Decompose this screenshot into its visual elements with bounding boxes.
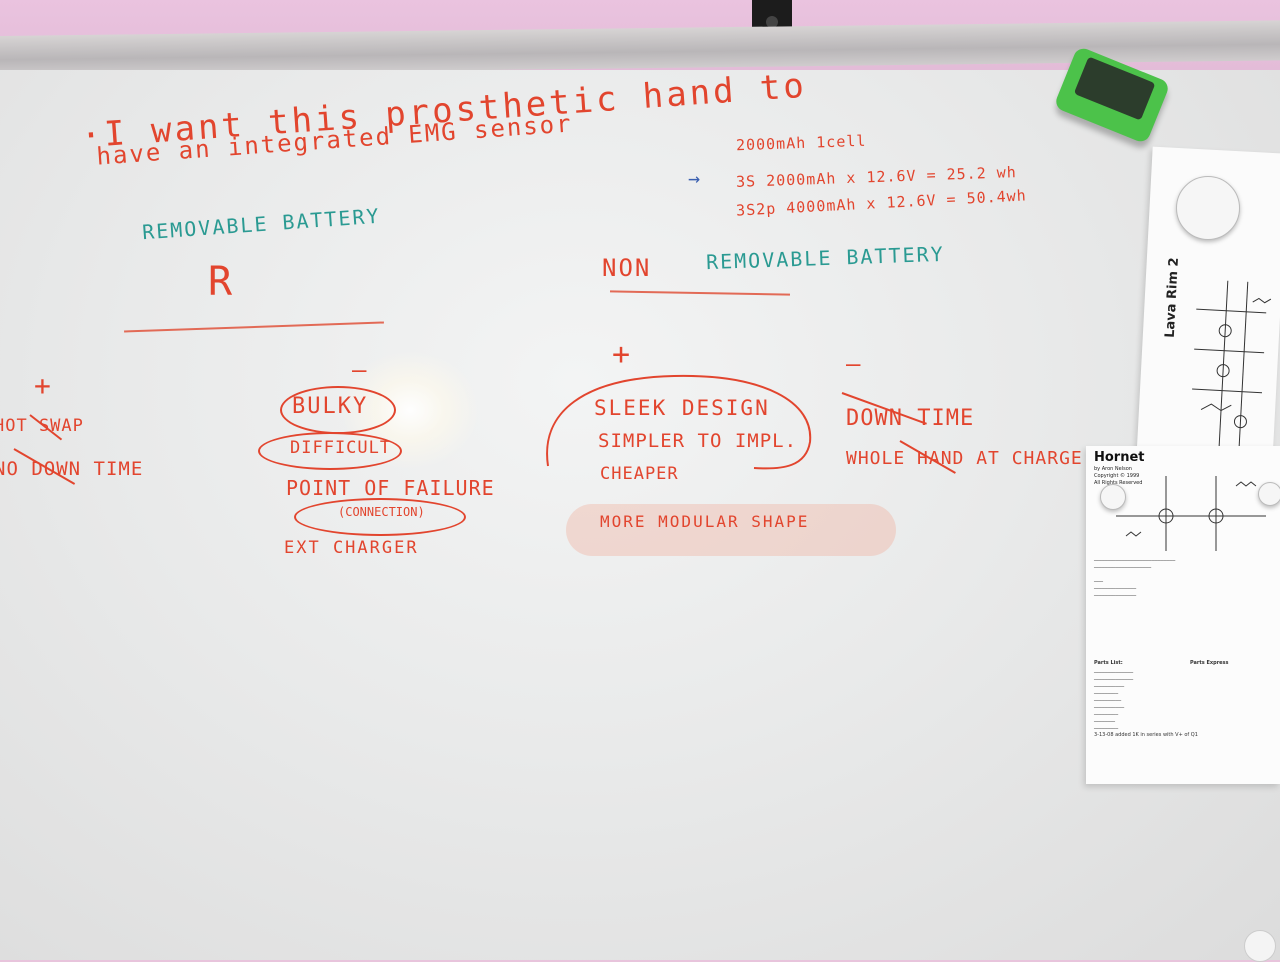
smudge-highlight (566, 504, 896, 556)
left-pro-no-down-time: NO DOWN TIME (0, 458, 144, 480)
schematic-paper-top: Lava Rim 2 (1135, 146, 1280, 484)
hornet-schematic (1116, 476, 1266, 551)
magnet-right (1258, 482, 1280, 506)
blue-arrow: → (688, 166, 701, 190)
hornet-note: 3-13-08 added 1K in series with V+ of Q1 (1094, 732, 1198, 738)
parts-list-items: ────────────────────────────────────────… (1094, 670, 1134, 732)
con-ext-charger: EXT CHARGER (284, 538, 419, 558)
hornet-byline: by Aron Nelson (1094, 466, 1132, 472)
round-magnet (1176, 176, 1240, 240)
non-prefix: NON (602, 254, 652, 282)
pro-sleek-design: SLEEK DESIGN (594, 396, 770, 420)
hornet-title: Hornet (1094, 450, 1145, 465)
removable-letter: R (208, 259, 233, 305)
parts-express-label: Parts Express (1190, 660, 1229, 666)
parts-list-title: Parts List: (1094, 660, 1123, 666)
difficult-circle (258, 432, 402, 470)
magnet-left (1100, 484, 1126, 510)
con-connection: (CONNECTION) (338, 505, 425, 519)
pro-more-modular-shape: MORE MODULAR SHAPE (600, 512, 810, 531)
corner-magnet (1244, 930, 1276, 962)
left-plus-sign: + (34, 369, 51, 402)
con-point-of-failure: POINT OF FAILURE (286, 476, 495, 500)
hornet-rights: All Rights Reserved (1094, 480, 1143, 486)
right-plus-sign: + (612, 337, 631, 372)
connection-circle (294, 498, 466, 536)
left-pro-hot-swap: HOT SWAP (0, 416, 84, 436)
battery-calc-1: 2000mAh 1cell (735, 131, 867, 155)
pro-simpler-to-impl: SIMPLER TO IMPL. (598, 430, 798, 452)
hornet-notes: ────────────────────────────────────────… (1094, 558, 1176, 599)
con-bulky: BULKY (292, 394, 369, 419)
con-whole-hand-at-charge: WHOLE HAND AT CHARGE (846, 448, 1083, 469)
hornet-copyright: Copyright © 1999 (1094, 473, 1140, 479)
con-difficult: DIFFICULT (290, 438, 392, 458)
pro-cheaper: CHEAPER (600, 464, 679, 484)
mid-minus-sign: — (352, 356, 367, 384)
right-minus-sign: — (846, 350, 861, 378)
pros-bubble (546, 374, 812, 470)
schematic-drawing (1192, 280, 1272, 471)
